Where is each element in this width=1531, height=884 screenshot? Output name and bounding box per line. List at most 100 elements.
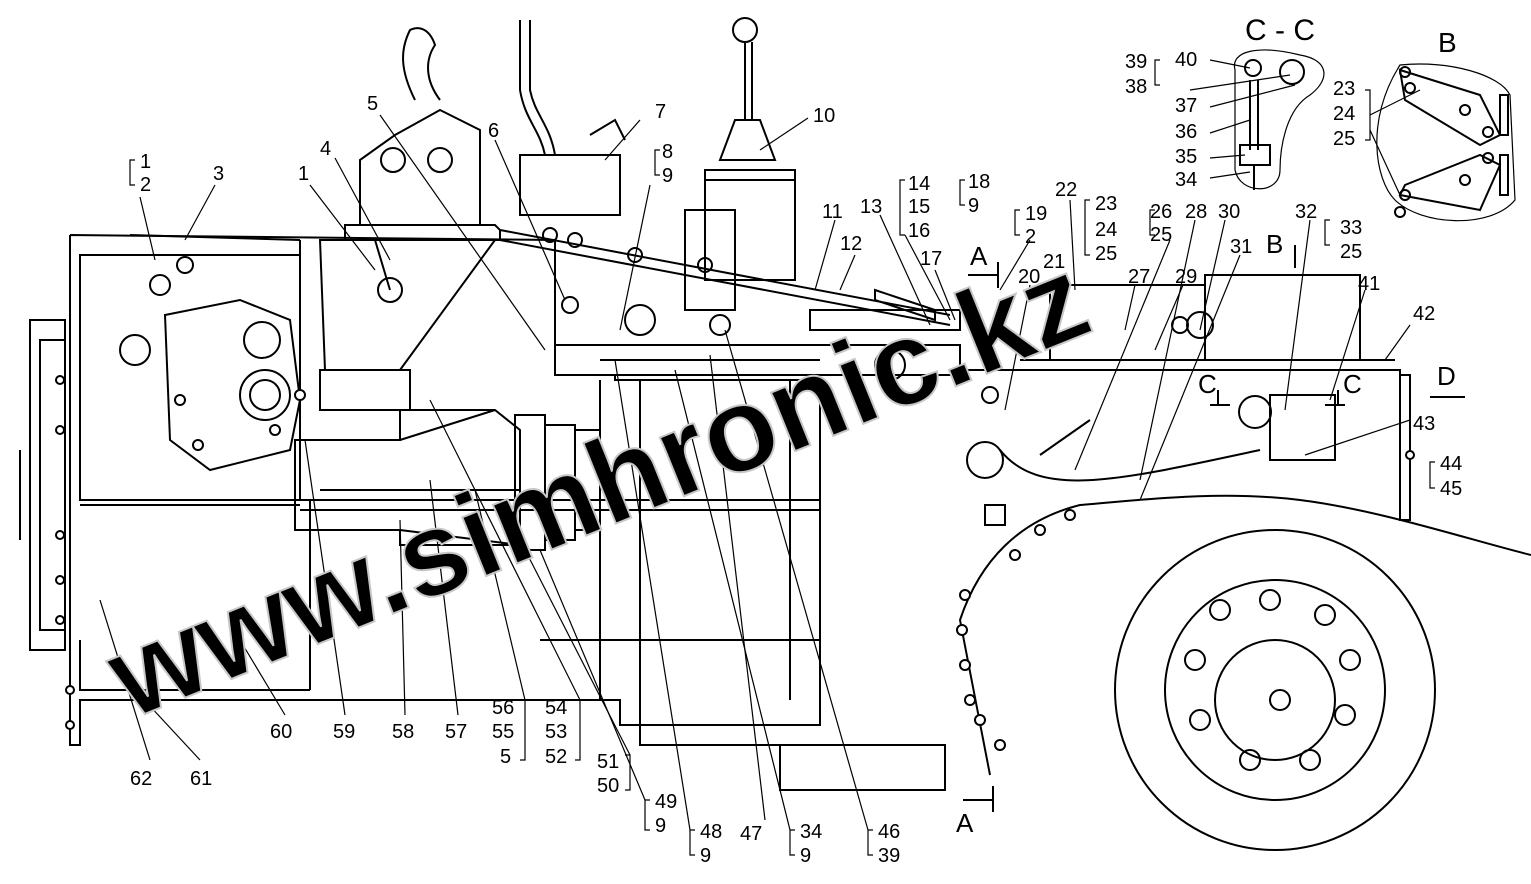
callout-label: 48 xyxy=(700,821,722,843)
callout-label: 56 xyxy=(492,697,514,719)
callout-label: 45 xyxy=(1440,478,1462,500)
callout-label: 9 xyxy=(968,195,979,217)
watermark: www.simhronic.kz xyxy=(88,228,1108,745)
control-valve-block xyxy=(119,234,306,472)
callout-label: 53 xyxy=(545,721,567,743)
callout-label: 24 xyxy=(1333,103,1355,125)
callout-label: 44 xyxy=(1440,453,1462,475)
callout-label: 42 xyxy=(1413,303,1435,325)
callout-label: 25 xyxy=(1095,243,1117,265)
callout-label: 30 xyxy=(1218,201,1240,223)
callout-label: 60 xyxy=(270,721,292,743)
shift-rod-linkage xyxy=(499,209,961,336)
callout-label: 34 xyxy=(1175,169,1197,191)
callout-label: 35 xyxy=(1175,146,1197,168)
callout-label: 1 xyxy=(298,163,309,185)
callout-label: 36 xyxy=(1175,121,1197,143)
callout-label: 11 xyxy=(822,201,843,223)
callout-label: 23 xyxy=(1095,193,1117,215)
view-mark-d: D xyxy=(1437,361,1456,391)
view-b-detail xyxy=(1376,63,1516,222)
callout-label: 22 xyxy=(1055,179,1077,201)
cab-control-box xyxy=(519,20,626,216)
callout-label: 29 xyxy=(1175,266,1197,288)
callout-label: 5 xyxy=(500,746,511,768)
callout-label: 26 xyxy=(1150,201,1172,223)
section-mark-c-left: C xyxy=(1198,369,1217,399)
callout-label: 8 xyxy=(662,141,673,163)
callout-label: 40 xyxy=(1175,49,1197,71)
callout-label: 24 xyxy=(1095,219,1117,241)
callout-label: 3 xyxy=(213,163,224,185)
callout-label: 2 xyxy=(1025,226,1036,248)
callout-label: 2 xyxy=(140,174,151,196)
callout-label: 38 xyxy=(1125,76,1147,98)
callout-label: 9 xyxy=(800,845,811,867)
callout-label: 19 xyxy=(1025,203,1047,225)
callout-leaders xyxy=(99,59,1435,856)
callout-label: 37 xyxy=(1175,95,1197,117)
selector-housing xyxy=(318,27,501,411)
callout-label: 25 xyxy=(1333,128,1355,150)
callout-label: 41 xyxy=(1358,273,1380,295)
callout-label: 34 xyxy=(800,821,822,843)
shift-lever xyxy=(704,17,796,281)
callout-label: 54 xyxy=(545,697,567,719)
cylinder-block xyxy=(294,409,601,551)
callout-label: 6 xyxy=(488,120,499,142)
rear-plate xyxy=(1399,374,1415,521)
callout-label: 18 xyxy=(968,171,990,193)
callout-label: 39 xyxy=(1125,51,1147,73)
callout-label: 25 xyxy=(1340,241,1362,263)
callout-label: 58 xyxy=(392,721,414,743)
callout-label: 28 xyxy=(1185,201,1207,223)
callout-label: 31 xyxy=(1230,236,1252,258)
callout-label: 4 xyxy=(320,138,331,160)
callout-label: 32 xyxy=(1295,201,1317,223)
callout-label: 43 xyxy=(1413,413,1435,435)
watermark-text: www.simhronic.kz xyxy=(89,229,1107,744)
callout-label: 1 xyxy=(140,151,151,173)
section-cc-detail xyxy=(1233,49,1325,190)
section-mark-c-right: C xyxy=(1343,369,1362,399)
callout-label: 21 xyxy=(1043,251,1065,273)
section-mark-a-bottom: A xyxy=(956,808,974,838)
callout-label: 46 xyxy=(878,821,900,843)
callout-label: 13 xyxy=(860,196,882,218)
callout-label: 52 xyxy=(545,746,567,768)
callout-label: 7 xyxy=(655,101,666,123)
callout-label: 15 xyxy=(908,196,930,218)
callout-label: 51 xyxy=(597,751,619,773)
front-flange xyxy=(19,319,75,730)
callout-label: 50 xyxy=(597,775,619,797)
section-cc-title: C - C xyxy=(1245,14,1315,47)
callout-label: 16 xyxy=(908,220,930,242)
callout-label: 62 xyxy=(130,768,152,790)
callout-label: 9 xyxy=(662,165,673,187)
callout-label: 23 xyxy=(1333,78,1355,100)
callout-label: 49 xyxy=(655,791,677,813)
callout-label: 9 xyxy=(655,815,666,837)
callout-label: 33 xyxy=(1340,217,1362,239)
view-mark-b: B xyxy=(1266,229,1283,259)
callout-label: 5 xyxy=(367,93,378,115)
transmission-housing xyxy=(69,234,946,791)
section-mark-a-top: A xyxy=(970,241,988,271)
callout-label: 39 xyxy=(878,845,900,867)
callout-label: 27 xyxy=(1128,266,1150,288)
callout-label: 57 xyxy=(445,721,467,743)
callout-label: 55 xyxy=(492,721,514,743)
callout-label: 61 xyxy=(190,768,212,790)
callout-label: 14 xyxy=(908,173,930,195)
callout-labels: 1 2 3 4 5 1 6 7 8 9 10 11 12 13 14 15 16… xyxy=(130,49,1462,867)
callout-label: 9 xyxy=(700,845,711,867)
drive-sprocket xyxy=(956,494,1531,851)
callout-label: 20 xyxy=(1018,266,1040,288)
callout-label: 17 xyxy=(920,248,942,270)
callout-label: 59 xyxy=(333,721,355,743)
callout-label: 25 xyxy=(1150,224,1172,246)
callout-label: 12 xyxy=(840,233,862,255)
view-b-title: B xyxy=(1438,27,1457,58)
